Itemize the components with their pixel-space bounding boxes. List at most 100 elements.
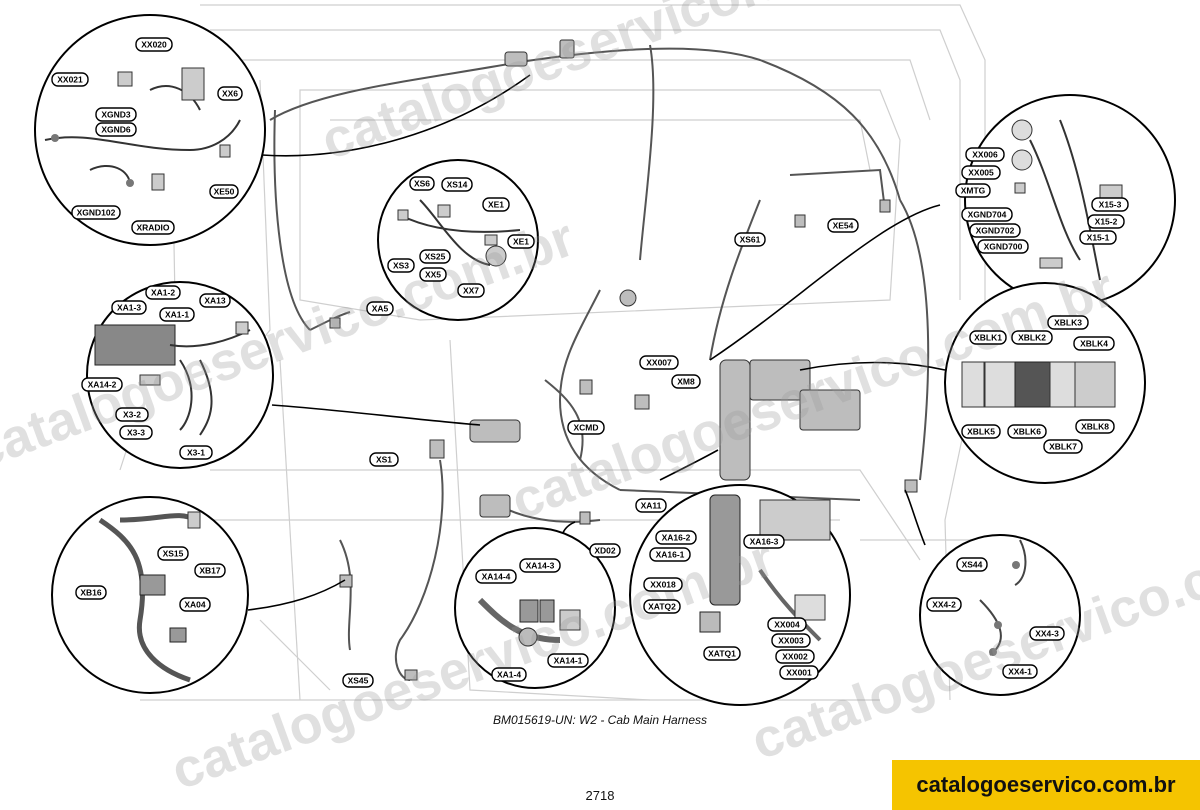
brand-badge[interactable]: catalogoeservico.com.br [892, 760, 1200, 810]
callout-xs1: XS1 [369, 452, 399, 467]
callout-xs14: XS14 [441, 177, 473, 192]
callout-xgnd700: XGND700 [977, 239, 1029, 254]
svg-text:XX6: XX6 [222, 89, 238, 99]
svg-text:XX007: XX007 [646, 358, 672, 368]
svg-text:XX005: XX005 [968, 168, 994, 178]
svg-text:XX002: XX002 [782, 652, 808, 662]
svg-text:XX001: XX001 [786, 668, 812, 678]
callout-xblk6: XBLK6 [1007, 424, 1047, 439]
svg-text:XA13: XA13 [204, 296, 226, 306]
callout-xblk4: XBLK4 [1073, 336, 1115, 351]
callout-x3-2: X3-2 [115, 407, 149, 422]
callout-xb17: XB17 [194, 563, 226, 578]
svg-text:XD02: XD02 [594, 546, 616, 556]
callout-xgnd702: XGND702 [969, 223, 1021, 238]
callout-x15-1: X15-1 [1079, 230, 1117, 245]
svg-text:XA14-4: XA14-4 [482, 572, 511, 582]
svg-text:XA1-1: XA1-1 [165, 310, 189, 320]
svg-text:XX004: XX004 [774, 620, 800, 630]
callout-xs15: XS15 [157, 546, 189, 561]
svg-text:XX5: XX5 [425, 270, 441, 280]
callout-xx002: XX002 [775, 649, 815, 664]
svg-text:XBLK6: XBLK6 [1013, 427, 1041, 437]
svg-text:XA14-3: XA14-3 [526, 561, 555, 571]
svg-text:XS1: XS1 [376, 455, 392, 465]
callout-xx020: XX020 [135, 37, 173, 52]
svg-text:XA1-3: XA1-3 [117, 303, 141, 313]
svg-text:XS25: XS25 [425, 252, 446, 262]
svg-text:XS44: XS44 [962, 560, 983, 570]
callout-x3-3: X3-3 [119, 425, 153, 440]
detail-circle-top-left [34, 14, 266, 246]
callout-x15-3: X15-3 [1091, 197, 1129, 212]
svg-text:XE1: XE1 [513, 237, 529, 247]
svg-text:XX4-2: XX4-2 [932, 600, 956, 610]
callout-xblk1: XBLK1 [969, 330, 1007, 345]
callout-xa11: XA11 [635, 498, 667, 513]
callout-xx007: XX007 [639, 355, 679, 370]
svg-text:XX020: XX020 [141, 40, 167, 50]
main-harness [269, 44, 930, 681]
callout-xe1-a: XE1 [482, 197, 510, 212]
svg-text:XX021: XX021 [57, 75, 83, 85]
detail-circle-bottom-left [51, 496, 249, 694]
svg-text:XM8: XM8 [677, 377, 695, 387]
svg-text:catalogoeservico.com.br: catalogoeservico.com.br [314, 0, 932, 171]
svg-text:XS45: XS45 [348, 676, 369, 686]
callout-x3-1: X3-1 [179, 445, 213, 460]
svg-text:X3-1: X3-1 [187, 448, 205, 458]
callout-xa16-1: XA16-1 [649, 547, 691, 562]
page-number: 2718 [585, 788, 615, 803]
callout-xcmd: XCMD [567, 420, 605, 435]
callout-xx018: XX018 [643, 577, 683, 592]
callout-xblk5: XBLK5 [961, 424, 1001, 439]
svg-text:XX7: XX7 [463, 286, 479, 296]
callout-xa5: XA5 [366, 301, 394, 316]
svg-text:XMTG: XMTG [961, 186, 986, 196]
callout-xblk7: XBLK7 [1043, 439, 1083, 454]
svg-text:XA04: XA04 [184, 600, 206, 610]
svg-text:XBLK5: XBLK5 [967, 427, 995, 437]
callout-xatq1: XATQ1 [703, 646, 741, 661]
callout-xb16: XB16 [75, 585, 107, 600]
detail-circle-bottom-center [454, 527, 616, 689]
svg-text:XGND702: XGND702 [976, 226, 1015, 236]
detail-circle-left-mid [86, 281, 274, 469]
callout-xa14-3: XA14-3 [519, 558, 561, 573]
svg-text:XATQ1: XATQ1 [708, 649, 736, 659]
callout-xx7: XX7 [457, 283, 485, 298]
svg-text:XE1: XE1 [488, 200, 504, 210]
svg-text:XB16: XB16 [80, 588, 102, 598]
callout-xblk8: XBLK8 [1075, 419, 1115, 434]
svg-text:XBLK1: XBLK1 [974, 333, 1002, 343]
callout-xa1-2: XA1-2 [145, 285, 181, 300]
callout-xs61: XS61 [734, 232, 766, 247]
svg-text:XCMD: XCMD [573, 423, 598, 433]
callout-xx004: XX004 [767, 617, 807, 632]
callout-xmtg: XMTG [955, 183, 991, 198]
callout-xs3: XS3 [387, 258, 415, 273]
svg-text:XX4-3: XX4-3 [1035, 629, 1059, 639]
callout-xx021: XX021 [51, 72, 89, 87]
svg-text:XGND700: XGND700 [984, 242, 1023, 252]
svg-text:XS14: XS14 [447, 180, 468, 190]
svg-text:X15-3: X15-3 [1099, 200, 1122, 210]
callout-xa16-2: XA16-2 [655, 530, 697, 545]
callout-xa16-3: XA16-3 [743, 534, 785, 549]
callout-xgnd704: XGND704 [961, 207, 1013, 222]
callout-xa14-4: XA14-4 [475, 569, 517, 584]
figure-caption: BM015619-UN: W2 - Cab Main Harness [492, 713, 708, 727]
svg-text:XX003: XX003 [778, 636, 804, 646]
svg-text:XA14-2: XA14-2 [88, 380, 117, 390]
callout-xgnd102: XGND102 [71, 205, 121, 220]
callout-xx5: XX5 [419, 267, 447, 282]
callout-xe54: XE54 [827, 218, 859, 233]
callout-xatq2: XATQ2 [643, 599, 681, 614]
svg-text:XA14-1: XA14-1 [554, 656, 583, 666]
svg-text:XRADIO: XRADIO [136, 223, 169, 233]
callout-xa1-4: XA1-4 [491, 667, 527, 682]
svg-text:XBLK3: XBLK3 [1054, 318, 1082, 328]
callout-xa14-2: XA14-2 [81, 377, 123, 392]
svg-text:X15-1: X15-1 [1087, 233, 1110, 243]
